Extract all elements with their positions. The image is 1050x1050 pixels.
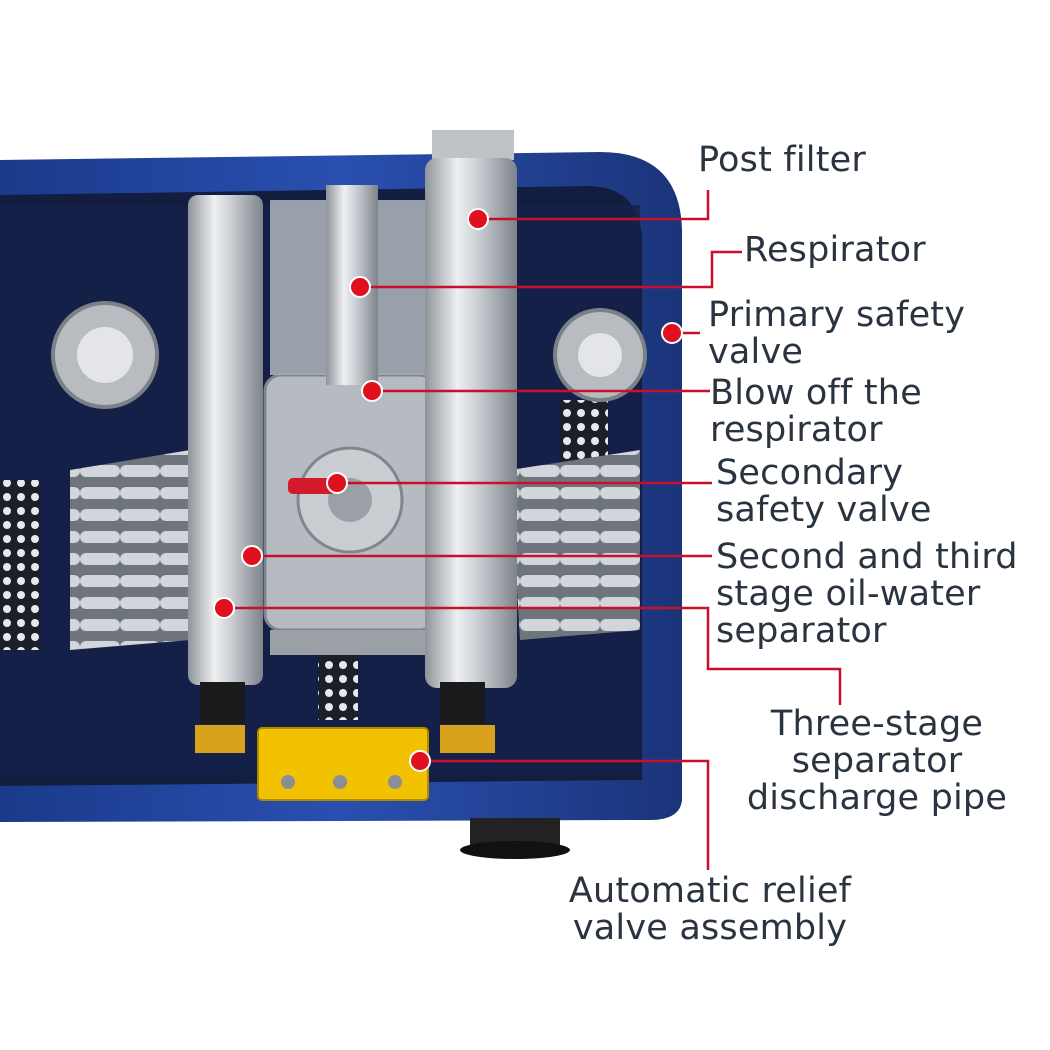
label-secondary-safety-valve: Secondary safety valve (716, 455, 932, 529)
callout-dots (213, 208, 683, 772)
label-secondary-safety-valve-line2: safety valve (716, 490, 932, 530)
dot-post-filter (467, 208, 489, 230)
dot-secondary-safety-valve (326, 472, 348, 494)
secondary-safety-valve-part (288, 478, 336, 494)
compressor-foot (460, 818, 570, 859)
cylinder-heads (51, 301, 647, 409)
dot-second-third-separator (241, 545, 263, 567)
label-secondary-safety-valve-line1: Secondary (716, 453, 904, 493)
label-second-third-separator-line1: Second and third (716, 537, 1018, 577)
label-blow-off-line2: respirator (710, 410, 883, 450)
dot-respirator (349, 276, 371, 298)
label-post-filter: Post filter (698, 142, 866, 179)
label-three-stage-discharge-line3: discharge pipe (746, 778, 1008, 818)
cooling-coils (70, 450, 640, 650)
label-respirator: Respirator (744, 232, 926, 269)
label-auto-relief-line1: Automatic relief (568, 871, 852, 911)
dot-auto-relief (409, 750, 431, 772)
label-blow-off: Blow off the respirator (710, 375, 922, 449)
dot-primary-safety-valve (661, 322, 683, 344)
label-post-filter-line1: Post filter (698, 140, 866, 180)
label-second-third-separator-line2: stage oil-water (716, 574, 981, 614)
dot-blow-off (361, 380, 383, 402)
label-second-third-separator: Second and third stage oil-water separat… (716, 539, 1018, 650)
label-three-stage-discharge: Three-stage separator discharge pipe (742, 706, 1012, 817)
label-second-third-separator-line3: separator (716, 611, 887, 651)
label-three-stage-discharge-line1: Three-stage (770, 704, 984, 744)
label-blow-off-line1: Blow off the (710, 373, 922, 413)
label-respirator-line1: Respirator (744, 230, 926, 270)
label-three-stage-discharge-line2: separator (791, 741, 963, 781)
label-primary-safety-valve: Primary safety valve (708, 297, 965, 371)
dot-three-stage-discharge (213, 597, 235, 619)
label-auto-relief: Automatic relief valve assembly (560, 873, 860, 947)
label-primary-safety-valve-line2: valve (708, 332, 804, 372)
leader-lines (224, 190, 842, 870)
label-primary-safety-valve-line1: Primary safety (708, 295, 966, 335)
relief-valve-assembly (195, 682, 495, 801)
label-auto-relief-line2: valve assembly (572, 908, 848, 948)
